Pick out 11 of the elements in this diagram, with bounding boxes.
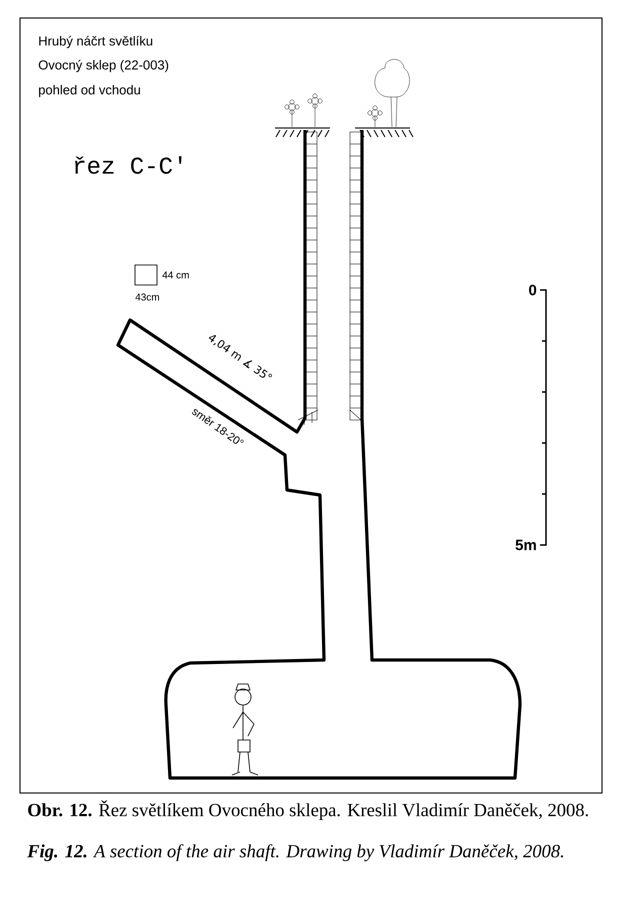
scale-label: 5m [516, 540, 536, 550]
caption-text: Fig. 12. A section of the air shaft. Drawing by Vladimír Daněček, 2008. [27, 844, 564, 862]
dimension-label: 4,04 m ∡ 35° [208, 334, 272, 378]
section-label: řez C-C' [75, 156, 182, 174]
heading-text: Hrubý náčrt světlíku [39, 36, 152, 48]
caption-text: Obr. 12. Řez světlíkem Ovocného sklepa. Kreslil Vladimír Daněček, 2008. [28, 800, 588, 820]
heading-text: pohled od vchodu [39, 84, 140, 98]
dimension-label: 44 cm [162, 272, 189, 278]
heading-text: Ovocný sklep (22-003) [38, 60, 168, 72]
dimension-label: 43cm [135, 293, 159, 301]
scale-label: 0 [529, 284, 536, 296]
